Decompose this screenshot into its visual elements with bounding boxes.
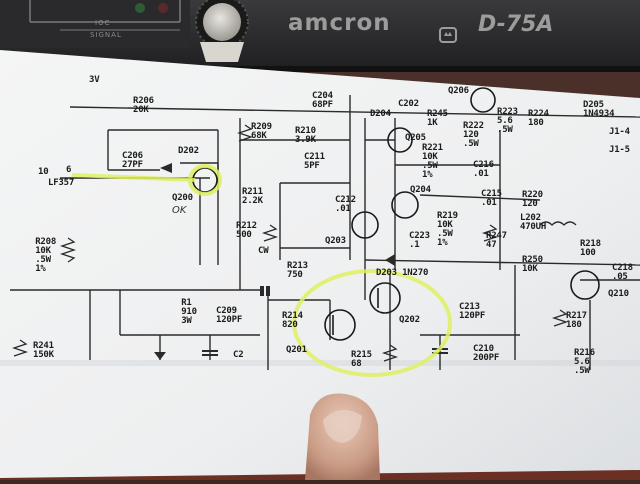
component-label-pin10: 10 xyxy=(38,167,49,177)
component-label-d204: D204 xyxy=(370,109,391,119)
component-label-r212: R212 500 xyxy=(236,221,257,240)
component-label-c218: C218 .05 xyxy=(612,263,633,282)
component-label-q200: Q200 xyxy=(172,193,193,203)
component-label-c213: C213 120PF xyxy=(459,302,486,321)
crown-icon xyxy=(439,27,457,43)
component-label-r219: R219 10K .5W 1% xyxy=(437,211,458,248)
diode-symbol xyxy=(160,163,172,173)
component-label-q206: Q206 xyxy=(448,86,469,96)
component-label-c2: C2 xyxy=(233,350,244,360)
component-label-q210: Q210 xyxy=(608,289,629,299)
led-indicator xyxy=(158,3,168,13)
component-label-v3: 3V xyxy=(89,75,100,85)
finger xyxy=(305,393,380,480)
component-label-r250: R250 10K xyxy=(522,255,543,274)
component-label-d203: D203 1N270 xyxy=(376,268,429,278)
component-label-c209: C209 120PF xyxy=(216,306,243,325)
component-label-r223: R223 5.6 .5W xyxy=(497,107,518,135)
ground-symbol xyxy=(154,352,166,360)
component-label-c223: C223 .1 xyxy=(409,231,430,250)
schematic-wiring xyxy=(10,95,640,370)
component-label-r221: R221 10K .5W 1% xyxy=(422,143,443,180)
component-label-r222: R222 120 .5W xyxy=(463,121,484,149)
amplifier-panel xyxy=(0,0,640,72)
component-label-pin6: 6 xyxy=(66,165,72,175)
diode-symbol xyxy=(385,254,395,266)
component-label-r215: R215 68 xyxy=(351,350,372,369)
component-label-q202: Q202 xyxy=(399,315,420,325)
component-label-r214: R214 820 xyxy=(282,311,303,330)
component-label-r220: R220 120 xyxy=(522,190,543,209)
component-label-c210: C210 200PF xyxy=(473,344,500,363)
component-label-r224: R224 180 xyxy=(528,109,549,128)
component-label-r247: R247 47 xyxy=(486,231,507,250)
component-label-j1_4: J1-4 xyxy=(609,127,630,137)
component-label-c206: C206 27PF xyxy=(122,151,143,170)
component-label-c215: C215 .01 xyxy=(481,189,502,208)
component-label-r211: R211 2.2K xyxy=(242,187,263,206)
capacitor-symbol xyxy=(260,286,264,296)
component-label-d202: D202 xyxy=(178,146,199,156)
component-label-c211: C211 5PF xyxy=(304,152,325,171)
component-label-q204: Q204 xyxy=(410,185,431,195)
component-label-r218: R218 100 xyxy=(580,239,601,258)
component-label-r245: R245 1K xyxy=(427,109,448,128)
gain-knob[interactable] xyxy=(195,0,249,62)
component-label-r208: R208 10K .5W 1% xyxy=(35,237,57,274)
component-label-j1_5: J1-5 xyxy=(609,145,630,155)
schematic-paper xyxy=(0,50,640,478)
component-label-cw: CW xyxy=(258,246,269,256)
component-label-c212: C212 .01 xyxy=(335,195,356,214)
component-label-r209: R209 68K xyxy=(251,122,272,141)
component-label-r216: R216 5.6 .5W xyxy=(574,348,595,376)
handwritten-note: OK xyxy=(172,205,187,216)
component-label-q203: Q203 xyxy=(325,236,346,246)
component-label-lf357: LF357 xyxy=(48,178,75,188)
component-label-q205: Q205 xyxy=(405,133,426,143)
component-label-l202: L202 470UH xyxy=(520,213,547,232)
component-label-c216: C216 .01 xyxy=(473,160,494,179)
inductor-symbol xyxy=(539,221,577,226)
component-label-r241: R241 150K xyxy=(33,341,54,360)
resistor-symbols xyxy=(11,124,569,362)
component-label-d205: D205 1N4934 xyxy=(583,100,615,119)
panel-label-signal: SIGNAL xyxy=(90,31,122,39)
component-label-r217: R217 180 xyxy=(566,311,587,330)
brand-logo: amcron xyxy=(288,10,391,36)
component-label-r206: R206 20K xyxy=(133,96,154,115)
highlighter-marks xyxy=(71,164,452,377)
panel-label-ioc: IOC xyxy=(95,19,111,27)
component-label-q201: Q201 xyxy=(286,345,307,355)
component-label-c202: C202 xyxy=(398,99,419,109)
led-indicator xyxy=(135,3,145,13)
component-label-r1: R1 910 3W xyxy=(181,298,197,326)
component-label-r210: R210 3.9K xyxy=(295,126,316,145)
component-label-c204: C204 68PF xyxy=(312,91,333,110)
model-number: D-75A xyxy=(478,12,554,37)
component-label-r213: R213 750 xyxy=(287,261,308,280)
